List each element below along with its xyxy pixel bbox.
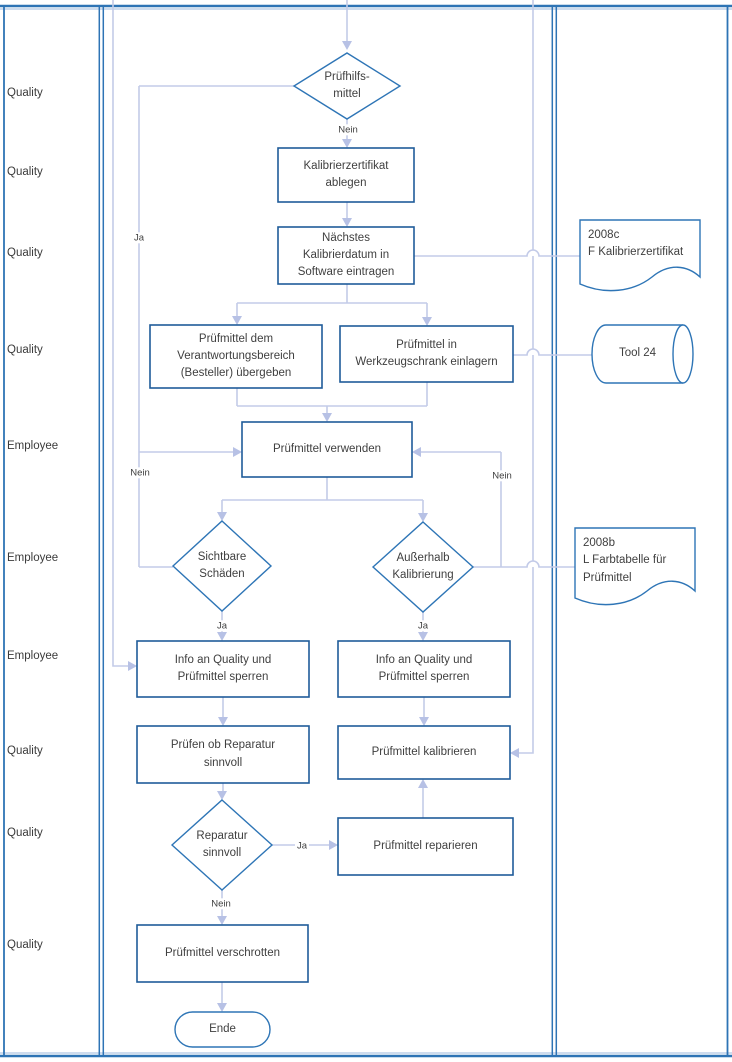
shape-enter-next-date — [277, 226, 415, 285]
shape-document-color-table — [574, 527, 696, 606]
node-calibrate: Prüfmittel kalibrieren — [371, 745, 477, 758]
document-certificate-label: 2008c F Kalibrierzertifikat — [588, 229, 684, 259]
tool24-label: Tool 24 — [618, 347, 657, 360]
arrowheads — [128, 41, 519, 1012]
shape-hand-over — [149, 324, 323, 389]
node-repair: Prüfmittel reparieren — [373, 839, 478, 852]
shape-calibrate — [337, 725, 511, 780]
swimlane-frame — [0, 4, 732, 1058]
shape-store-cabinet — [339, 325, 514, 383]
shape-use-equipment — [241, 421, 413, 478]
lane-label-9: Quality — [7, 827, 43, 839]
process-shapes — [136, 147, 514, 1048]
document-color-table-label: 2008b L Farbtabelle für Prüfmittel — [583, 537, 667, 584]
lane-label-4: Quality — [7, 344, 43, 356]
edge-label-damage-yes: Ja — [214, 620, 230, 632]
lane-label-5: Employee — [7, 440, 59, 452]
lane-label-10: Quality — [7, 939, 43, 951]
shape-repair-decision — [170, 799, 274, 891]
lane-label-6: Employee — [7, 552, 59, 564]
node-use-equipment: Prüfmittel verwenden — [272, 442, 382, 455]
node-store-cabinet: Prüfmittel in Werkzeugschrank einlagern — [355, 338, 498, 368]
shape-visible-damage — [171, 520, 273, 612]
lane-label-3: Quality — [7, 247, 43, 259]
edge-label-start-yes: Ja — [131, 232, 147, 244]
lane-label-1: Quality — [7, 87, 43, 99]
shape-out-of-calibration — [371, 521, 475, 613]
lane-label-2: Quality — [7, 166, 43, 178]
node-file-certificate: Kalibrierzertifikat ablegen — [303, 159, 389, 189]
shape-info-quality-left — [136, 640, 310, 698]
shape-tool24-cylinder — [591, 324, 683, 384]
node-end: Ende — [209, 1022, 236, 1035]
shape-file-certificate — [277, 147, 415, 203]
shape-info-quality-right — [337, 640, 511, 698]
lane-label-8: Quality — [7, 745, 43, 757]
shape-start-decision — [292, 52, 402, 120]
decision-shapes — [170, 52, 475, 891]
shape-scrap — [136, 924, 309, 983]
lane-label-7: Employee — [7, 650, 59, 662]
node-enter-next-date: Nächstes Kalibrierdatum in Software eint… — [297, 231, 395, 279]
shape-end-terminator — [174, 1011, 271, 1048]
edge-label-repair-yes: Ja — [294, 840, 310, 852]
node-scrap: Prüfmittel verschrotten — [164, 946, 281, 959]
node-out-of-calibration: Außerhalb Kalibrierung — [392, 551, 454, 581]
edge-label-calib-yes: Ja — [415, 620, 431, 632]
node-start-decision: Prüfhilfs- mittel — [324, 70, 370, 100]
edge-label-calib-no: Nein — [490, 470, 514, 482]
node-visible-damage: Sichtbare Schäden — [197, 550, 247, 580]
node-repair-decision: Reparatur sinnvoll — [196, 829, 248, 859]
node-hand-over: Prüfmittel dem Verantwortungsbereich (Be… — [177, 332, 295, 380]
shape-check-repair — [136, 725, 310, 784]
connectors-documents — [414, 249, 595, 568]
node-info-quality-left: Info an Quality und Prüfmittel sperren — [174, 653, 272, 683]
shape-document-certificate — [579, 219, 701, 292]
node-check-repair: Prüfen ob Reparatur sinnvoll — [170, 739, 276, 769]
edge-label-start-no: Nein — [336, 124, 360, 136]
edge-label-damage-no: Nein — [128, 467, 152, 479]
shape-repair — [337, 817, 514, 876]
reference-shapes — [574, 219, 701, 606]
node-info-quality-right: Info an Quality und Prüfmittel sperren — [375, 653, 473, 683]
edge-label-repair-no: Nein — [209, 898, 233, 910]
